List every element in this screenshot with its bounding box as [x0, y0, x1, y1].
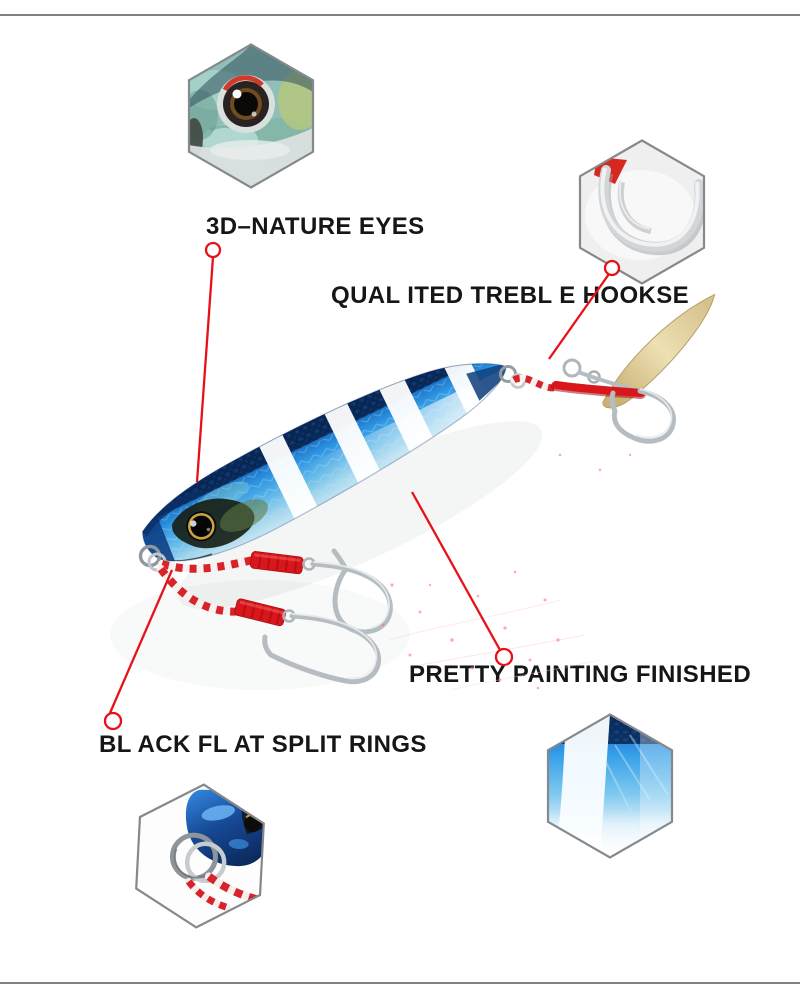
jig-lure-body	[128, 333, 526, 584]
top-divider-line	[0, 14, 800, 16]
bottom-divider-line	[0, 982, 800, 984]
inset-hook-closeup	[578, 139, 706, 285]
gold-willow-blade	[602, 293, 716, 409]
callout-label-hooks: QUAL ITED TREBL E HOOKSE	[331, 282, 690, 309]
thread-wrap-upper	[249, 551, 304, 575]
callout-leader-lines	[108, 256, 610, 714]
tail-rig	[499, 293, 716, 444]
nose-split-ring	[138, 544, 167, 572]
callout-label-eyes: 3D–NATURE EYES	[206, 213, 425, 240]
photo-shadow	[177, 421, 543, 609]
assist-hooks	[157, 548, 393, 685]
glitter-sparkles	[381, 453, 632, 691]
inset-split-ring-closeup	[134, 781, 266, 931]
thread-wrap-lower	[234, 598, 287, 627]
callout-label-painting: PRETTY PAINTING FINISHED	[409, 661, 752, 688]
lure-eye	[186, 511, 217, 542]
inset-body-closeup	[546, 713, 674, 859]
callout-circles	[103, 241, 621, 731]
callout-label-rings: BL ACK FL AT SPLIT RINGS	[99, 731, 427, 758]
inset-eye-closeup	[187, 43, 315, 189]
